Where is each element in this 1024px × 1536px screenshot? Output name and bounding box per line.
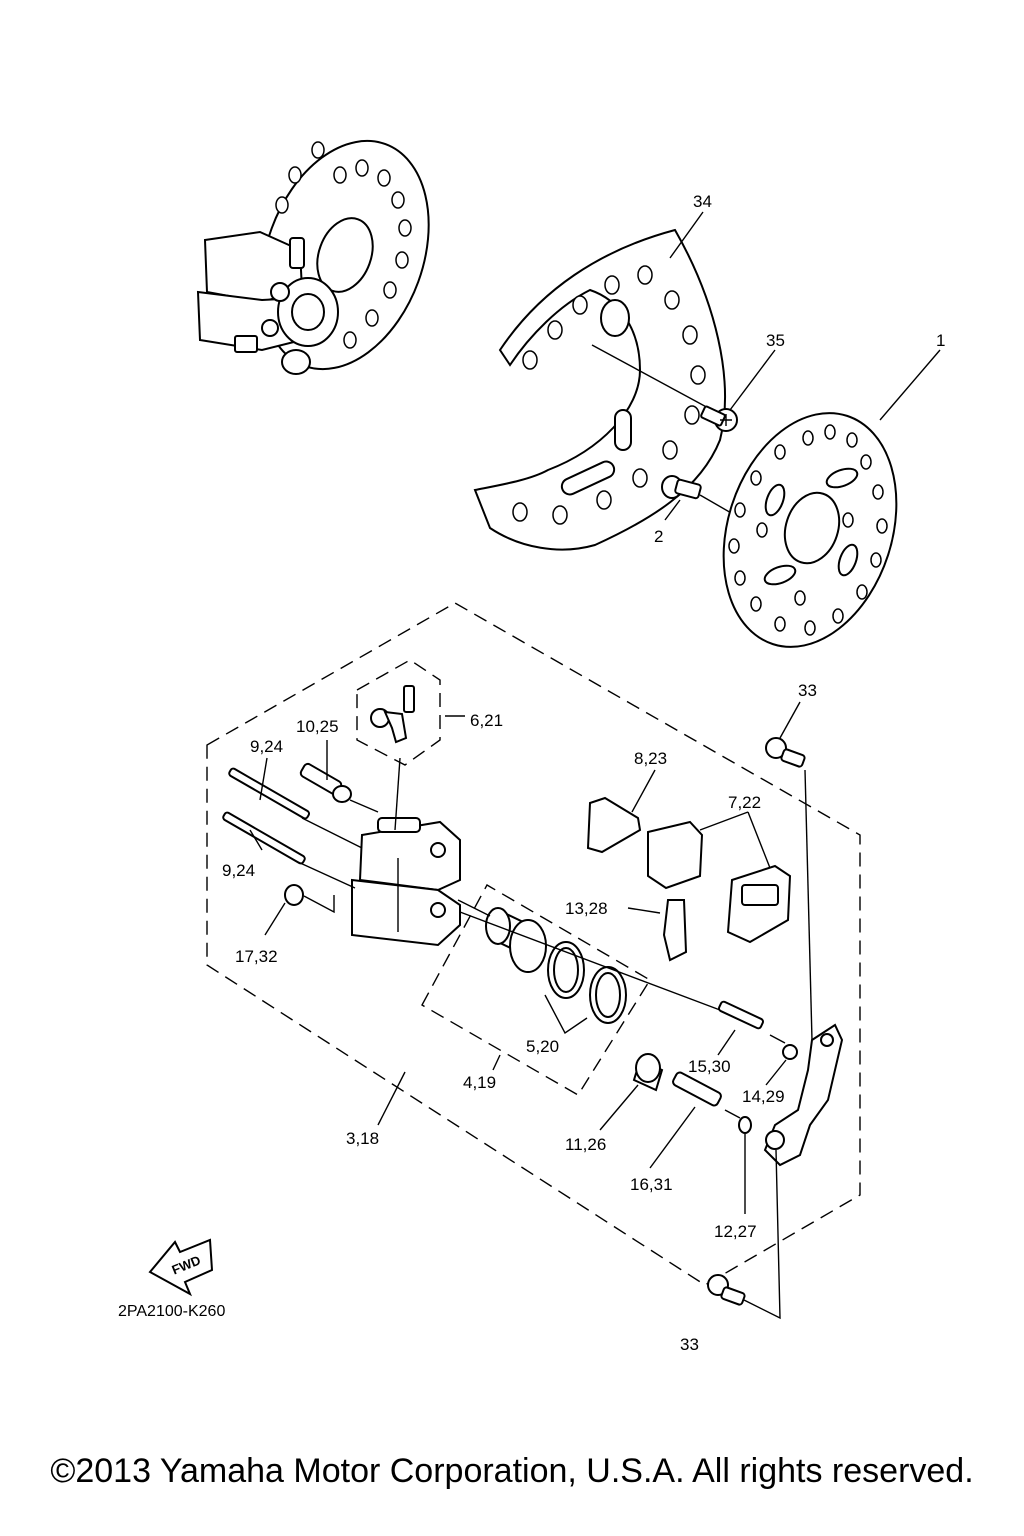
pin-part-9-24 [222,767,363,889]
callout-1: 1 [936,331,945,350]
bleed-screw-set-outline [356,659,441,766]
callout-33-bottom: 33 [680,1335,699,1354]
boot-part-17-32 [284,884,335,914]
callout-6-21: 6,21 [470,711,503,730]
collar-part-11-26 [632,1053,664,1092]
washer-part-12-27 [738,1116,752,1134]
callout-16-31: 16,31 [630,1175,673,1194]
fwd-arrow-icon: FWD [148,1238,214,1297]
pin-part-16-31 [672,1071,741,1119]
callout-8-23: 8,23 [634,749,667,768]
callout-leader-lines [249,211,941,1214]
callout-33-top: 33 [798,681,817,700]
caliper-body-illustration [351,817,461,947]
washer-part-14-29 [782,1044,798,1060]
bolt-part-33-bottom [707,1149,781,1320]
bleed-screw-part-6-21 [370,685,415,831]
assembled-caliper-illustration [196,139,430,375]
callout-7-22: 7,22 [728,793,761,812]
brake-disc-part-1 [722,412,898,648]
callout-11-26: 11,26 [565,1135,606,1154]
callout-10-25: 10,25 [296,717,339,736]
callout-2: 2 [654,527,663,546]
callout-labels: 34 35 1 2 33 6,21 10,25 9,24 8,23 7,22 9… [222,192,945,1354]
callout-15-30: 15,30 [688,1057,731,1076]
bolt-part-15-30 [459,911,786,1044]
callout-14-29: 14,29 [742,1087,785,1106]
callout-9-24-bottom: 9,24 [222,861,255,880]
bolt-part-33-top [765,737,813,1041]
screw-part-35 [591,344,738,432]
callout-9-24-top: 9,24 [250,737,283,756]
caliper-assembly-outline [206,602,861,1286]
pad-spring-part-13-28 [662,899,688,962]
pad-support-part-8-23 [586,796,642,854]
callout-13-28: 13,28 [565,899,608,918]
callout-12-27: 12,27 [714,1222,757,1241]
piston-seal-part-5-20 [547,941,627,1024]
callout-4-19: 4,19 [463,1073,496,1092]
brake-pad-part-7-22 [647,820,792,944]
diagram-code: 2PA2100-K260 [118,1303,225,1320]
brake-caliper-exploded-diagram: FWD 34 35 1 2 33 6,21 10,25 9,24 8 [118,139,945,1354]
piston-kit-outline [421,884,651,1096]
bolt-part-10-25 [299,762,379,813]
callout-34: 34 [693,192,712,211]
piston-part-4-19 [457,899,547,973]
disc-guard-part-34 [473,228,726,551]
copyright-notice: ©2013 Yamaha Motor Corporation, U.S.A. A… [50,1452,974,1490]
callout-5-20: 5,20 [526,1037,559,1056]
callout-3-18: 3,18 [346,1129,379,1148]
callout-35: 35 [766,331,785,350]
callout-17-32: 17,32 [235,947,278,966]
caliper-bracket-illustration [763,1023,844,1167]
